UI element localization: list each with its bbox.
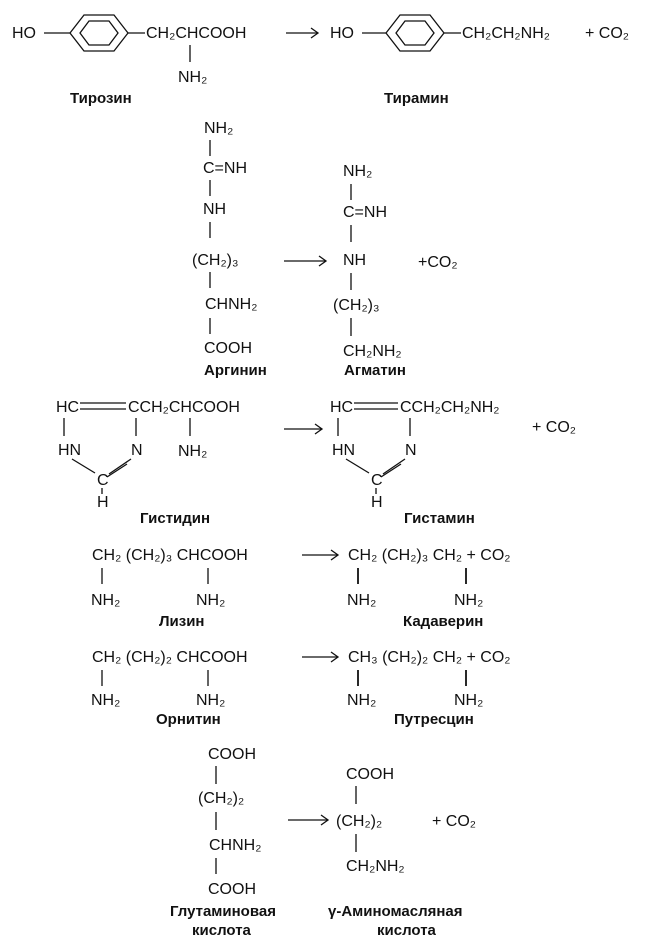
arginine-nh: NH [203,201,226,218]
histidine-hc: HC [56,399,79,416]
bond [380,463,402,478]
ornithine-amino-1: NH₂ [91,692,120,709]
histamine-chain: CCH₂CH₂NH₂ [400,399,500,416]
name-ornithine: Орнитин [156,711,221,728]
name-agmatine: Агматин [344,362,406,379]
ornithine-chain: CH₂ (CH₂)₂ CHCOOH [92,649,248,666]
agmatine-methylene: (CH₂)₃ [333,297,380,314]
agmatine-amino: NH₂ [343,163,372,180]
glutamate-carboxyl-top: COOH [208,746,256,763]
histidine-h: H [97,494,109,511]
arrow-icon [284,423,324,435]
gaba-methylene: (CH₂)₂ [336,813,382,830]
histidine-amino: NH₂ [178,443,207,460]
histamine-h: H [371,494,383,511]
putrescine-chain: CH₃ (CH₂)₂ CH₂ + CO₂ [348,649,510,666]
reaction-arginine: NH₂ C=NH NH (CH₂)₃ CHNH₂ COOH Аргинин NH… [192,120,458,379]
benzene-ring-icon [385,14,445,52]
benzene-ring-icon [69,14,129,52]
arrow-icon [302,651,340,663]
agmatine-imine: C=NH [343,204,387,221]
name-tyrosine: Тирозин [70,90,132,107]
tyrosine-chain: CH₂CHCOOH [146,25,246,42]
histamine-n: N [405,442,417,459]
reaction-tyrosine: HO CH₂CHCOOH NH₂ Тирозин HO CH₂CH₂NH₂ + … [12,14,629,107]
name-putrescine: Путресцин [394,711,474,728]
name-histamine: Гистамин [404,510,475,527]
histamine-c: C [371,472,383,489]
putrescine-amino-1: NH₂ [347,692,376,709]
histidine-chain: CCH₂CHCOOH [128,399,240,416]
gaba-carboxyl: COOH [346,766,394,783]
name-lysine: Лизин [159,613,204,630]
histidine-hn: HN [58,442,81,459]
arrow-icon [284,255,328,267]
tyrosine-hydroxyl: HO [12,25,36,42]
co2-product: + CO₂ [432,813,476,830]
arginine-amino: NH₂ [204,120,233,137]
arginine-carboxyl: COOH [204,340,252,357]
name-histidine: Гистидин [140,510,210,527]
gaba-aminomethyl: CH₂NH₂ [346,858,405,875]
tyrosine-amino: NH₂ [178,69,207,86]
name-tyramine: Тирамин [384,90,449,107]
tyramine-chain: CH₂CH₂NH₂ [462,25,550,42]
agmatine-aminomethyl: CH₂NH₂ [343,343,402,360]
arrow-icon [302,549,340,561]
co2-product: +CO₂ [418,254,458,271]
name-glutamic-acid-1: Глутаминовая [170,903,276,920]
bond [71,458,96,474]
bond [108,458,132,475]
cadaverine-chain: CH₂ (CH₂)₃ CH₂ + CO₂ [348,547,510,564]
histamine-hn: HN [332,442,355,459]
name-gaba-1: γ-Аминомасляная [328,903,463,920]
cadaverine-amino-2: NH₂ [454,592,483,609]
reaction-ornithine: CH₂ (CH₂)₂ CHCOOH NH₂ NH₂ Орнитин CH₃ (C… [91,649,510,728]
glutamate-carboxyl-bottom: COOH [208,881,256,898]
agmatine-nh: NH [343,252,366,269]
putrescine-amino-2: NH₂ [454,692,483,709]
arginine-alpha: CHNH₂ [205,296,257,313]
histidine-c: C [97,472,109,489]
lysine-amino-2: NH₂ [196,592,225,609]
lysine-amino-1: NH₂ [91,592,120,609]
arrow-icon [288,814,330,826]
ornithine-amino-2: NH₂ [196,692,225,709]
histidine-n: N [131,442,143,459]
cadaverine-amino-1: NH₂ [347,592,376,609]
glutamate-alpha: CHNH₂ [209,837,261,854]
tyramine-hydroxyl: HO [330,25,354,42]
lysine-chain: CH₂ (CH₂)₃ CHCOOH [92,547,248,564]
co2-product: + CO₂ [532,419,576,436]
name-glutamic-acid-2: кислота [192,922,252,939]
name-arginine: Аргинин [204,362,267,379]
name-gaba-2: кислота [377,922,437,939]
arrow-icon [286,27,320,39]
bond [345,458,370,474]
bond [106,463,128,478]
histamine-hc: HC [330,399,353,416]
reaction-histidine: HC CCH₂CHCOOH HN N NH₂ C H Гистидин HC C… [56,399,576,527]
reaction-lysine: CH₂ (CH₂)₃ CHCOOH NH₂ NH₂ Лизин CH₂ (CH₂… [91,547,510,630]
name-cadaverine: Кадаверин [403,613,483,630]
reaction-glutamate: COOH (CH₂)₂ CHNH₂ COOH Глутаминовая кисл… [170,746,476,939]
co2-product: + CO₂ [585,25,629,42]
arginine-methylene: (CH₂)₃ [192,252,239,269]
arginine-imine: C=NH [203,160,247,177]
bond [382,458,406,475]
glutamate-methylene: (CH₂)₂ [198,790,244,807]
